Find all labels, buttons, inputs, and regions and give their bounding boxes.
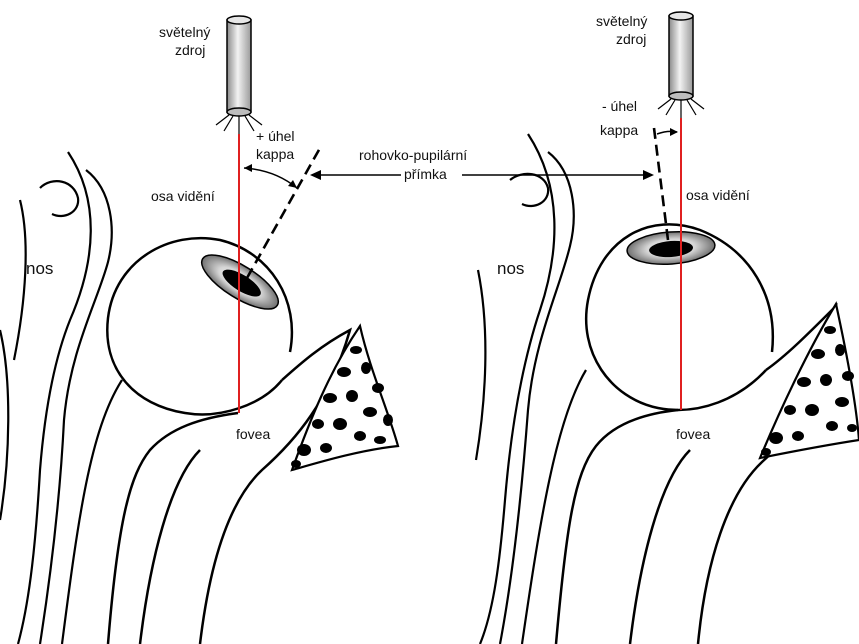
left-visual-axis-label: osa vidění xyxy=(151,188,215,204)
right-visual-axis-label: osa vidění xyxy=(686,187,750,203)
right-bone xyxy=(760,304,859,458)
left-light-source-label-2: zdroj xyxy=(175,42,205,58)
left-light-source xyxy=(216,16,262,134)
right-nose-label: nos xyxy=(497,259,524,278)
right-fovea-label: fovea xyxy=(676,426,710,442)
left-panel: světelný zdroj + úhel kappa osa vidění n… xyxy=(0,16,398,644)
right-light-source xyxy=(658,12,704,118)
left-nose-label: nos xyxy=(26,259,53,278)
pupillary-line-label-2: přímka xyxy=(404,166,447,182)
pupillary-line-label-1: rohovko-pupilární xyxy=(359,147,467,163)
right-kappa-sign-label: - úhel xyxy=(602,98,637,114)
right-skull-outline xyxy=(476,134,586,644)
left-skull-outline xyxy=(0,152,122,644)
right-pointer-arrowhead xyxy=(643,170,654,180)
right-panel: světelný zdroj - úhel kappa osa vidění n… xyxy=(476,12,859,644)
right-light-source-label-1: světelný xyxy=(596,13,647,29)
left-pointer-arrowhead xyxy=(310,170,321,180)
right-kappa-word-label: kappa xyxy=(600,122,638,138)
left-light-source-label-1: světelný xyxy=(159,24,210,40)
right-iris xyxy=(626,229,716,267)
left-kappa-sign-label: + úhel xyxy=(256,128,295,144)
left-pupillary-line xyxy=(247,148,320,278)
center-annotation: rohovko-pupilární přímka xyxy=(310,147,654,182)
left-fovea-label: fovea xyxy=(236,426,270,442)
right-pupillary-line xyxy=(654,128,668,240)
right-light-source-label-2: zdroj xyxy=(616,31,646,47)
left-kappa-word-label: kappa xyxy=(256,146,294,162)
